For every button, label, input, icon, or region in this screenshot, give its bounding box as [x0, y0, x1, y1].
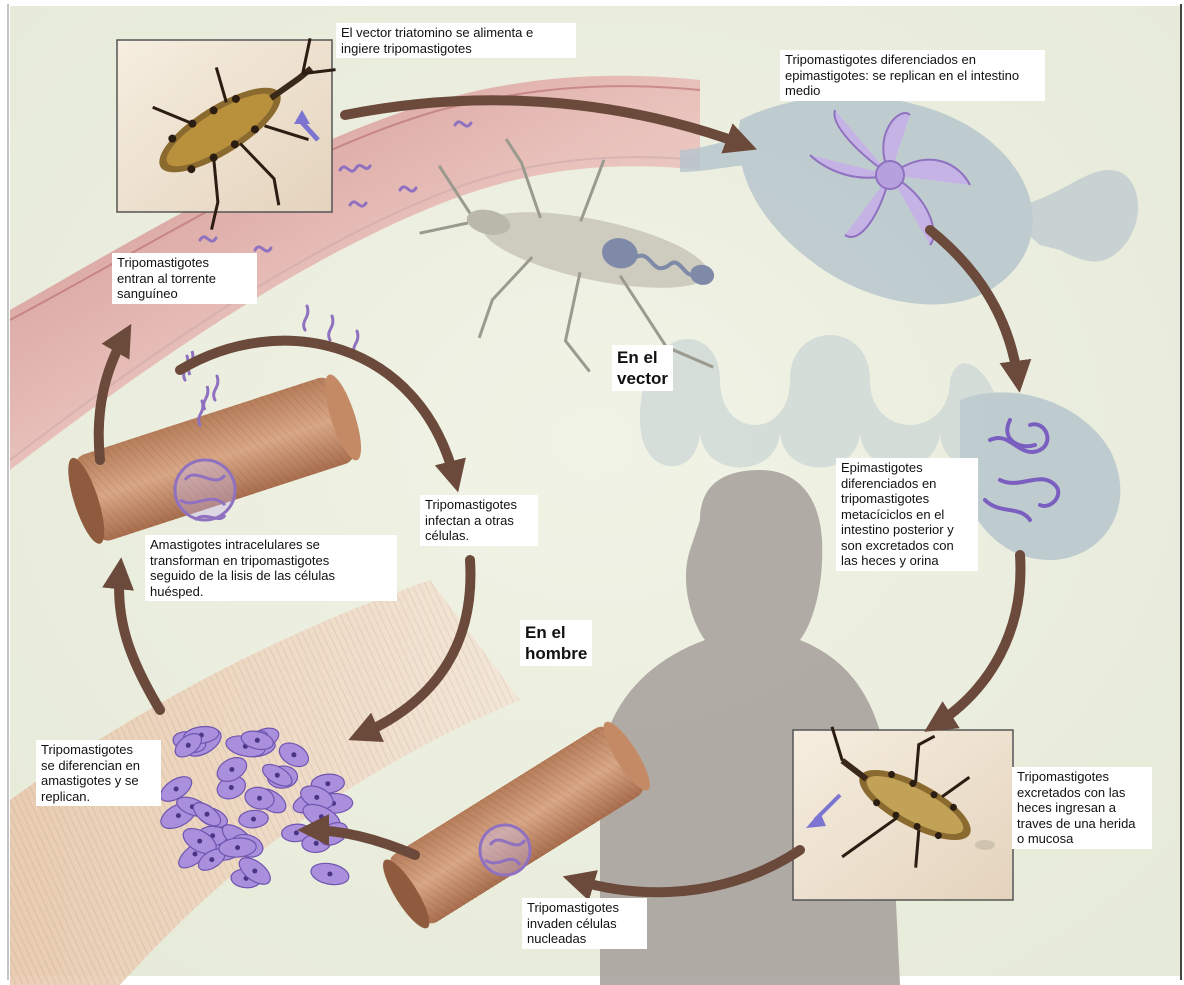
amastigote-nucleus: [257, 796, 262, 801]
amastigote-nucleus: [186, 743, 191, 748]
title-en-el-vector: En el vector: [612, 345, 673, 391]
title-en-el-hombre: En el hombre: [520, 620, 592, 666]
label-metacyclic: Epimastigotes diferenciados en tripomast…: [836, 458, 978, 571]
amastigote-nucleus: [176, 813, 181, 818]
label-vector-feeds: El vector triatomino se alimenta e ingie…: [336, 23, 576, 58]
amastigote-nucleus: [229, 785, 234, 790]
amastigote-nucleus: [291, 752, 296, 757]
amastigote-nucleus: [205, 812, 210, 817]
amastigote-nucleus: [174, 787, 179, 792]
label-amastigotes-replicate: Tripomastigotes se diferencian en amasti…: [36, 740, 161, 806]
amastigote-nucleus: [255, 738, 260, 743]
amastigote-nucleus: [325, 781, 330, 786]
amastigote-nucleus: [294, 830, 299, 835]
amastigote-nucleus: [319, 814, 324, 819]
label-epimastigotes-replicate: Tripomastigotes diferenciados en epimast…: [780, 50, 1045, 101]
amastigote-nucleus: [327, 872, 332, 877]
amastigote-nucleus: [314, 841, 319, 846]
amastigote-nucleus: [235, 845, 240, 850]
amastigote-nucleus: [314, 795, 319, 800]
amastigote-nucleus: [275, 773, 280, 778]
amastigote-nucleus: [251, 817, 256, 822]
amastigote-nucleus: [229, 767, 234, 772]
label-enter-blood: Tripomastigotes entran al torrente sangu…: [112, 253, 257, 304]
label-invade-cells: Tripomastigotes invaden células nucleada…: [522, 898, 647, 949]
amastigote-nucleus: [252, 869, 257, 874]
amastigote-nucleus: [197, 839, 202, 844]
label-lysis: Amastigotes intracelulares se transforma…: [145, 535, 397, 601]
label-infect-others: Tripomastigotes infectan a otras células…: [420, 495, 538, 546]
amastigote-nucleus: [193, 852, 198, 857]
invading-parasites: [480, 825, 530, 875]
amastigote-nucleus: [209, 857, 214, 862]
label-excreted: Tripomastigotes excretados con las heces…: [1012, 767, 1152, 849]
